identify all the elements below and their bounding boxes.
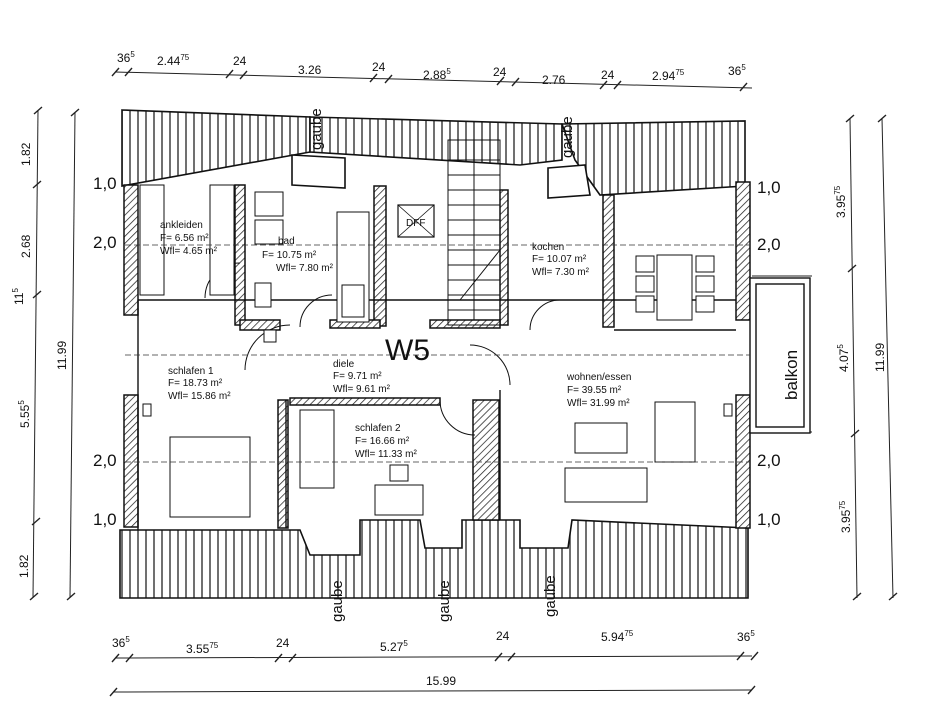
room-bad-name: bad bbox=[278, 236, 295, 247]
room-bad-area: F= 10.75 m² bbox=[262, 250, 317, 261]
gaube-label-bottom-2: gaube bbox=[436, 580, 453, 622]
dim-overall-width: 15.99 bbox=[426, 674, 456, 688]
room-diele-wfl: Wfl= 9.61 m² bbox=[333, 384, 391, 395]
level-left-bottom-2: 2,0 bbox=[93, 451, 117, 470]
room-wohnen-name: wohnen/essen bbox=[566, 372, 632, 383]
room-schlafen-1-name: schlafen 1 bbox=[168, 366, 214, 377]
gaube-label-bottom-1: gaube bbox=[329, 580, 346, 622]
dim-right-2: 4.075 bbox=[836, 344, 851, 372]
dim-left-5: 1.82 bbox=[17, 554, 31, 578]
dim-top-2: 2.4475 bbox=[157, 53, 190, 68]
room-ankleiden-name: ankleiden bbox=[160, 220, 203, 231]
room-bad-wfl: Wfl= 7.80 m² bbox=[276, 263, 334, 274]
dim-top-6: 2.885 bbox=[423, 67, 451, 82]
doors bbox=[204, 262, 561, 436]
dim-top-10: 2.9475 bbox=[652, 68, 685, 83]
dim-left-1: 1.82 bbox=[19, 142, 33, 166]
room-kochen-area: F= 10.07 m² bbox=[532, 254, 587, 265]
level-right-bottom-1: 1,0 bbox=[757, 510, 781, 529]
furniture bbox=[139, 184, 733, 518]
skylight-label: DFF bbox=[406, 218, 425, 229]
dim-left-4: 5.555 bbox=[17, 400, 32, 428]
apartment-title: W5 bbox=[385, 334, 430, 367]
dim-right-overall: 11.99 bbox=[873, 343, 887, 372]
room-wohnen-essen: wohnen/essen F= 39.55 m² Wfl= 31.99 m² bbox=[566, 372, 632, 409]
dim-bottom-1: 365 bbox=[112, 635, 130, 650]
room-bad: bad F= 10.75 m² Wfl= 7.80 m² bbox=[262, 236, 334, 274]
dim-top-1: 365 bbox=[117, 50, 135, 65]
dim-left-2: 2.68 bbox=[19, 234, 33, 258]
dim-bottom-6: 5.9475 bbox=[601, 629, 634, 644]
room-schlafen-1: schlafen 1 F= 18.73 m² Wfl= 15.86 m² bbox=[168, 366, 231, 402]
level-right-top-2: 2,0 bbox=[757, 235, 781, 254]
balkon-outline bbox=[749, 277, 811, 434]
dim-top-8: 2.76 bbox=[542, 73, 566, 87]
roof-bottom bbox=[119, 519, 749, 599]
dim-bottom-4: 5.275 bbox=[380, 639, 408, 654]
dim-bottom-3: 24 bbox=[276, 636, 290, 650]
room-schlafen-1-wfl: Wfl= 15.86 m² bbox=[168, 391, 231, 402]
walls bbox=[123, 181, 751, 529]
dim-bottom-7: 365 bbox=[737, 629, 755, 644]
room-kochen-wfl: Wfl= 7.30 m² bbox=[532, 267, 590, 278]
dimension-ticks bbox=[29, 67, 898, 697]
room-kochen: kochen F= 10.07 m² Wfl= 7.30 m² bbox=[532, 242, 590, 278]
level-left-bottom-1: 1,0 bbox=[93, 510, 117, 529]
gaube-label-top-right: gaube bbox=[559, 116, 576, 158]
room-schlafen-2-name: schlafen 2 bbox=[355, 423, 401, 434]
room-schlafen-1-area: F= 18.73 m² bbox=[168, 378, 223, 389]
level-right-top-1: 1,0 bbox=[757, 178, 781, 197]
level-right-bottom-2: 2,0 bbox=[757, 451, 781, 470]
room-wohnen-area: F= 39.55 m² bbox=[567, 385, 622, 396]
dim-left-overall: 11.99 bbox=[55, 341, 69, 370]
room-diele-area: F= 9.71 m² bbox=[333, 371, 382, 382]
staircase bbox=[447, 139, 501, 326]
room-schlafen-2-area: F= 16.66 m² bbox=[355, 436, 410, 447]
room-diele-name: diele bbox=[333, 359, 355, 370]
gaube-label-bottom-3: gaube bbox=[542, 575, 559, 617]
dim-top-4: 3.26 bbox=[298, 63, 322, 77]
dim-top-3: 24 bbox=[233, 54, 247, 68]
room-schlafen-2-wfl: Wfl= 11.33 m² bbox=[355, 449, 417, 460]
dim-top-7: 24 bbox=[493, 65, 507, 79]
dimension-lines bbox=[32, 71, 894, 693]
dim-bottom-2: 3.5575 bbox=[186, 641, 219, 656]
roof-top bbox=[121, 109, 746, 199]
level-left-top-2: 2,0 bbox=[93, 233, 117, 252]
level-left-top-1: 1,0 bbox=[93, 174, 117, 193]
dim-right-1: 3.9575 bbox=[833, 185, 848, 218]
room-ankleiden-area: F= 6.56 m² bbox=[160, 233, 209, 244]
room-schlafen-2: schlafen 2 F= 16.66 m² Wfl= 11.33 m² bbox=[355, 423, 417, 460]
gaube-label-top-left: gaube bbox=[308, 108, 325, 150]
dim-top-11: 365 bbox=[728, 63, 746, 78]
room-wohnen-wfl: Wfl= 31.99 m² bbox=[567, 398, 630, 409]
room-kochen-name: kochen bbox=[532, 242, 564, 253]
room-ankleiden: ankleiden F= 6.56 m² Wfl= 4.65 m² bbox=[160, 220, 218, 257]
dim-top-5: 24 bbox=[372, 60, 386, 74]
balkon-label: balkon bbox=[782, 350, 801, 400]
dim-right-3: 3.9575 bbox=[838, 500, 853, 533]
dim-top-9: 24 bbox=[601, 68, 615, 82]
dim-bottom-5: 24 bbox=[496, 629, 510, 643]
room-diele: diele F= 9.71 m² Wfl= 9.61 m² bbox=[333, 359, 391, 395]
skylight-dff bbox=[397, 204, 435, 238]
room-ankleiden-wfl: Wfl= 4.65 m² bbox=[160, 246, 218, 257]
dim-left-3: 115 bbox=[11, 288, 26, 305]
level-lines bbox=[125, 244, 750, 463]
